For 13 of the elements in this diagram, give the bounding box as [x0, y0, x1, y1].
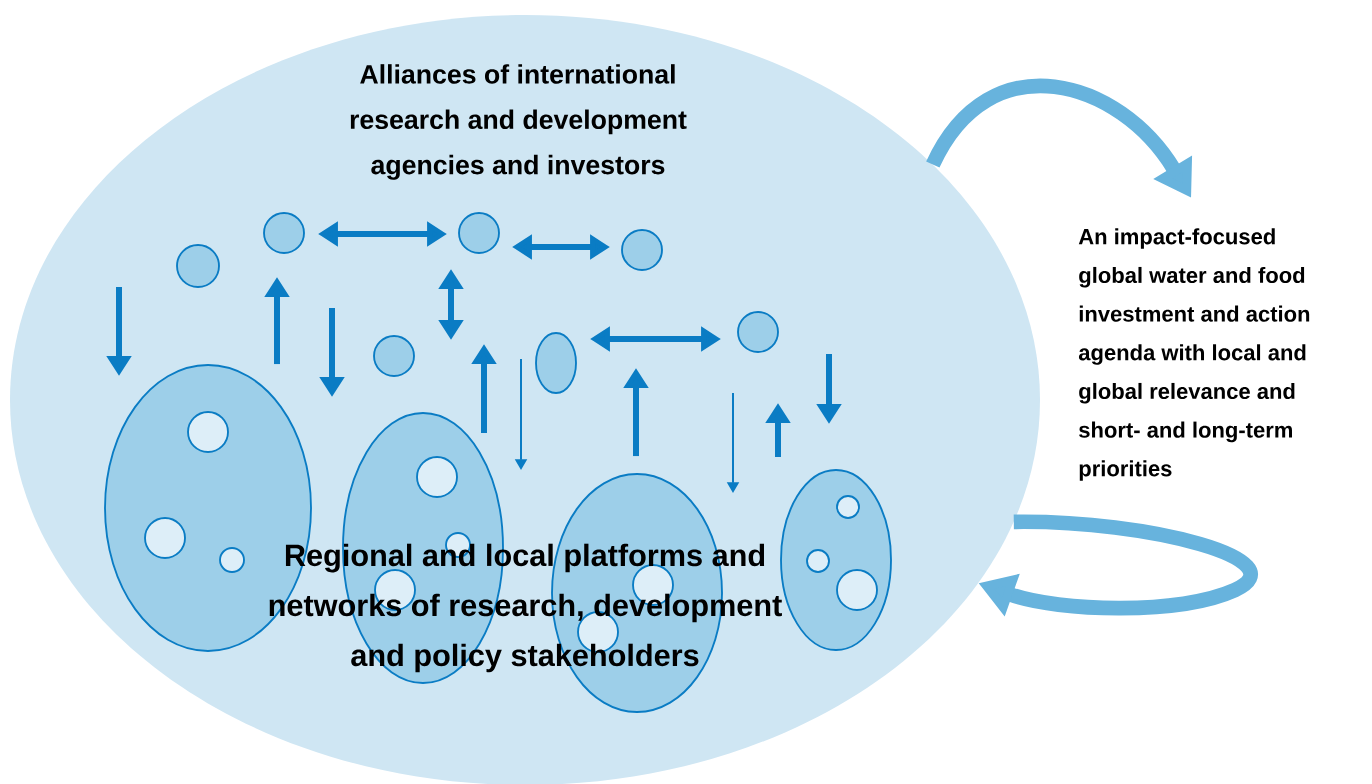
- small-circle: [176, 244, 220, 288]
- small-circle: [263, 212, 305, 254]
- small-oval: [535, 332, 577, 394]
- heading: Alliances of international research and development agencies and investors: [350, 64, 687, 180]
- inner-circle: [416, 456, 458, 498]
- outcome-text: An impact-focused global water and food investment and action agenda with local and global relevance and short- and long-term priorities: [1078, 228, 1310, 481]
- small-circle: [458, 212, 500, 254]
- inner-circle: [836, 569, 878, 611]
- small-circle: [737, 311, 779, 353]
- inner-circle: [144, 517, 186, 559]
- inner-circle: [187, 411, 229, 453]
- small-circle: [621, 229, 663, 271]
- small-circle: [373, 335, 415, 377]
